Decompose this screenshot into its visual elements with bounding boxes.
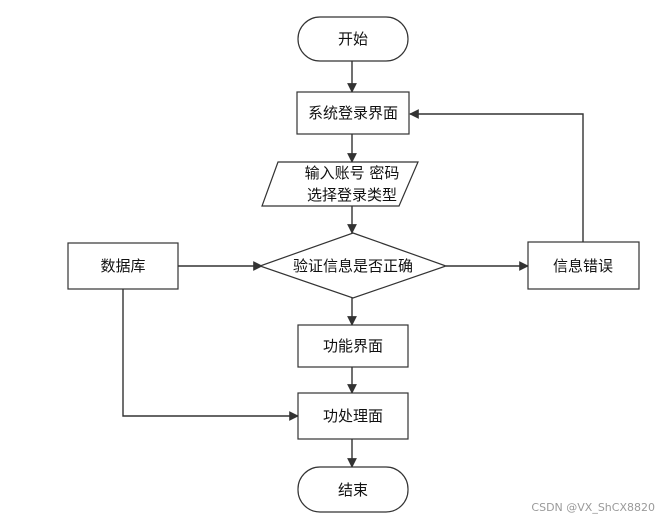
function-page-box [297, 324, 409, 368]
edge-error-to-login [409, 109, 584, 242]
end-terminator [297, 466, 409, 513]
function-page-label: 功能界面 [323, 337, 383, 355]
verify-label: 验证信息是否正确 [293, 257, 413, 275]
database-box [67, 242, 179, 290]
start-label: 开始 [338, 30, 368, 48]
edge-database-to-process [122, 289, 299, 421]
process-box [297, 392, 409, 440]
info-error-box [527, 241, 640, 290]
watermark: CSDN @VX_ShCX8820 [531, 501, 655, 514]
info-error-label: 信息错误 [553, 257, 613, 275]
process-label: 功处理面 [323, 407, 383, 425]
input-label-line1: 输入账号 密码 [305, 164, 400, 182]
input-parallelogram [261, 161, 419, 207]
database-label: 数据库 [100, 257, 145, 275]
login-page-box [296, 91, 410, 135]
end-label: 结束 [338, 481, 368, 499]
login-page-label: 系统登录界面 [308, 104, 398, 122]
start-terminator [297, 16, 409, 62]
verify-decision [258, 232, 448, 299]
input-label-line2: 选择登录类型 [307, 186, 397, 204]
